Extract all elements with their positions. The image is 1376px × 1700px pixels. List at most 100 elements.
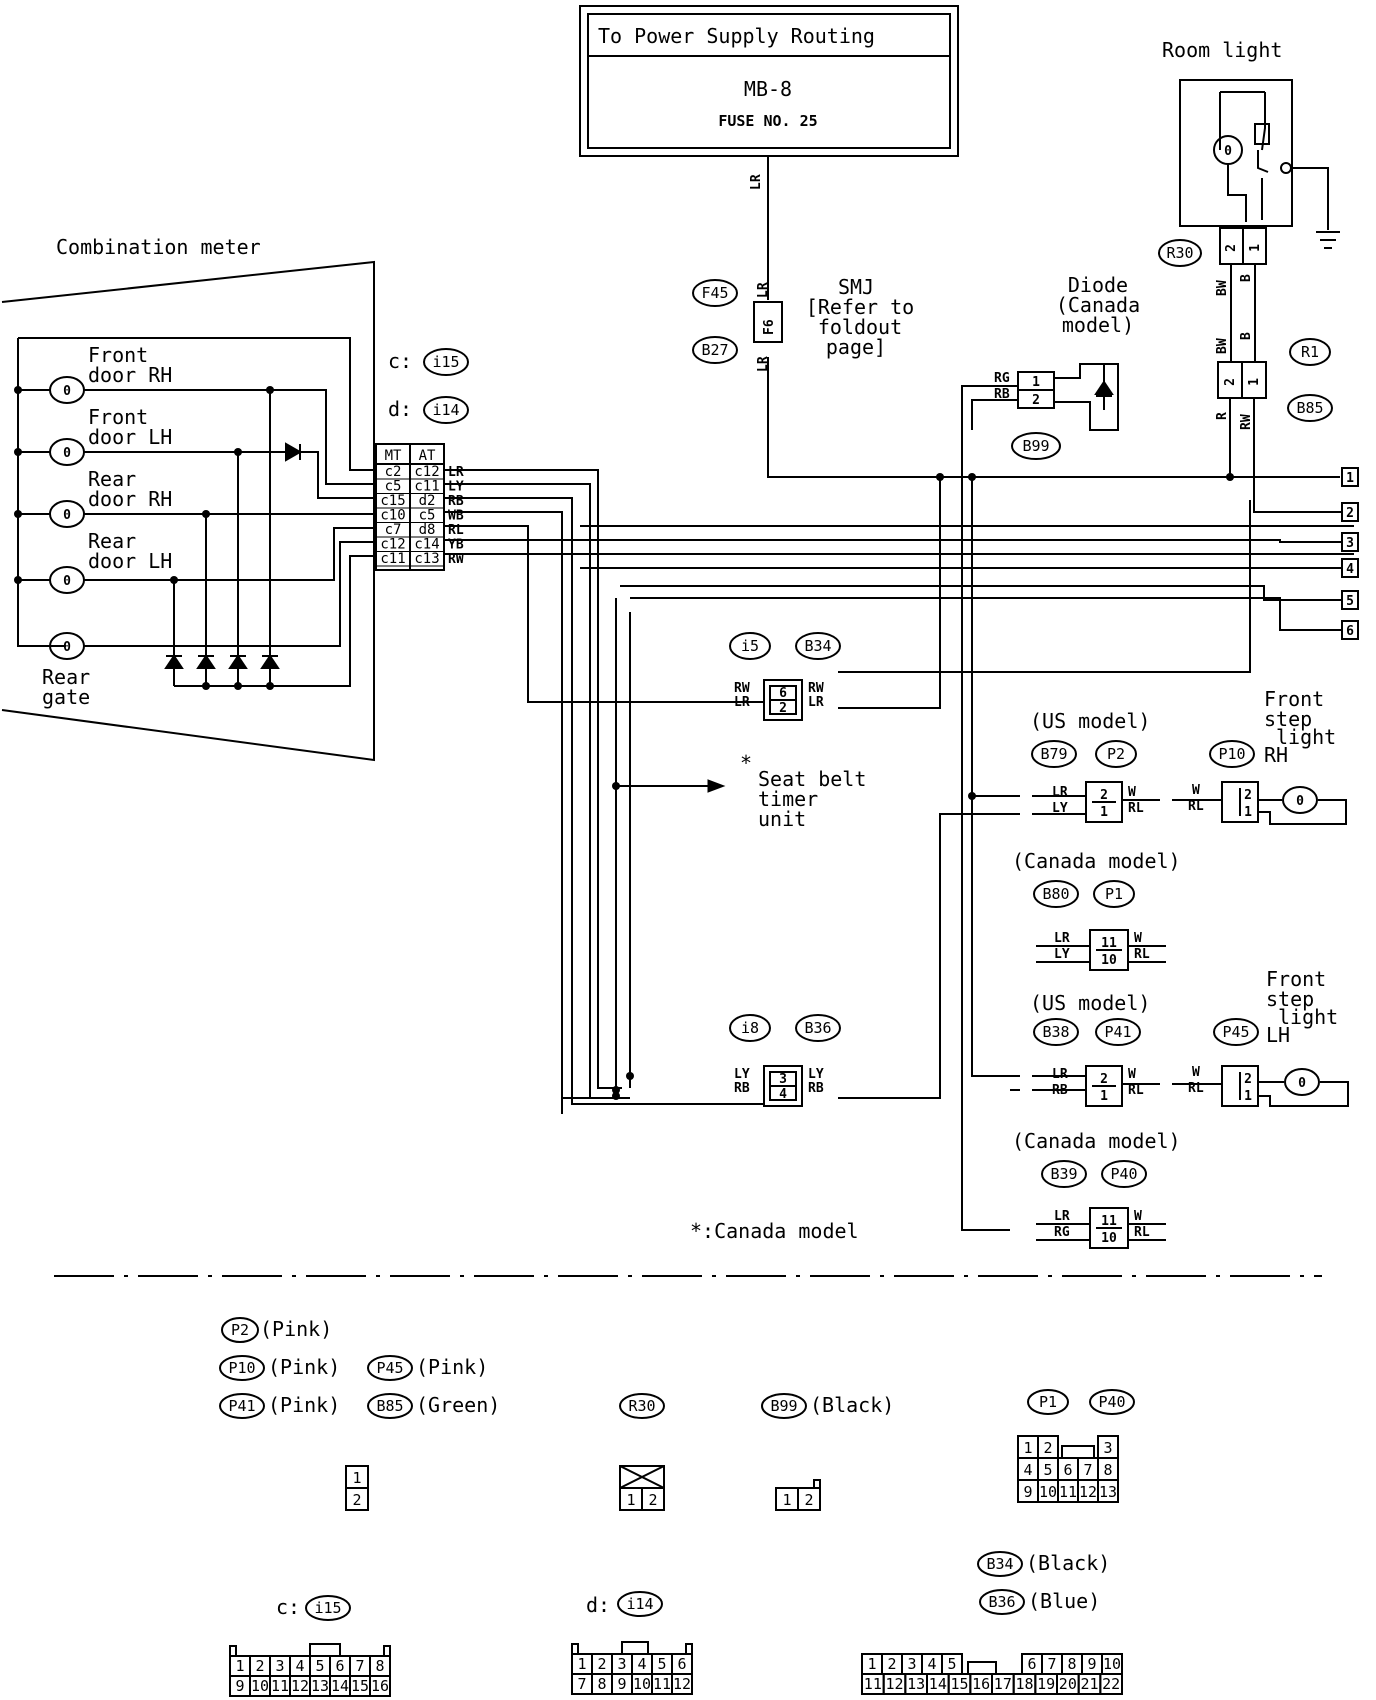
switch-rear-gate: 0 Rear gate: [42, 541, 376, 709]
pin-number: 7: [355, 1657, 364, 1675]
pin-number: 12: [291, 1677, 309, 1695]
front-step-light-rh: Front step light RH (US model) B79 P2 P1…: [1010, 687, 1347, 971]
r30-wire-b: B: [1239, 274, 1254, 282]
switch-rear-door-lh: 0 Rear door LH: [18, 527, 376, 594]
b79-pin-2: 2: [1100, 788, 1108, 803]
pin-number: 6: [335, 1657, 344, 1675]
svg-text:11: 11: [864, 1675, 882, 1693]
p45-wire-w: W: [1192, 1065, 1200, 1080]
seat-belt-star: *: [740, 751, 752, 775]
switch-label-rear-gate-2: gate: [42, 685, 90, 709]
smj-connector: F6 LR LR F45 B27 SMJ [Refer to foldout p…: [692, 275, 914, 372]
switch-label-front-rh-2: door RH: [88, 363, 172, 387]
svg-text:16: 16: [972, 1675, 990, 1693]
svg-text:12: 12: [885, 1675, 903, 1693]
svg-text:22: 22: [1102, 1675, 1120, 1693]
legend-b36: B36: [988, 1593, 1015, 1611]
canada-note: *:Canada model: [690, 1219, 859, 1243]
b99-wire-rg: RG: [994, 371, 1010, 386]
switch-label-front-lh-1: Front: [88, 405, 148, 429]
table-cell-at: c12: [414, 464, 439, 480]
conn-i14: i14: [432, 401, 459, 419]
legend-r30-pin2: 2: [648, 1491, 657, 1509]
svg-text:0: 0: [63, 574, 71, 589]
p45-pin-2: 2: [1244, 1072, 1252, 1087]
i8-pin-3: 3: [779, 1072, 787, 1087]
terminal-number: 2: [1346, 506, 1354, 521]
power-supply-box: To Power Supply Routing MB-8 FUSE NO. 25: [579, 5, 959, 157]
switch-label-rear-gate-1: Rear: [42, 665, 90, 689]
svg-text:5: 5: [947, 1655, 956, 1673]
p10-pin-2: 2: [1244, 788, 1252, 803]
b80-wire-lr: LR: [1054, 931, 1070, 946]
p10-wire-w: W: [1192, 783, 1200, 798]
r30-wire-bw: BW: [1215, 280, 1230, 296]
pin-number: 8: [375, 1657, 384, 1675]
pin-number: 4: [637, 1655, 646, 1673]
conn-i5: i5: [741, 637, 759, 655]
table-cell-mt: c15: [380, 493, 405, 509]
legend-2pin-2: 2: [352, 1491, 361, 1509]
diode-sub1: (Canada: [1056, 293, 1140, 317]
b80-pin-11: 11: [1101, 936, 1117, 951]
b38-pin-2: 2: [1100, 1072, 1108, 1087]
conn-p1: P1: [1105, 885, 1123, 903]
p41-wire-rl: RL: [1128, 1083, 1144, 1098]
front-lh-t3: light: [1278, 1005, 1338, 1029]
terminal-number: 6: [1346, 624, 1354, 639]
b39-pin-11: 11: [1101, 1214, 1117, 1229]
table-cell-mt: c12: [380, 537, 405, 553]
legend-d-prefix: d:: [586, 1593, 610, 1617]
legend-b34: B34: [986, 1555, 1013, 1573]
svg-text:2: 2: [1043, 1439, 1052, 1457]
svg-text:17: 17: [994, 1675, 1012, 1693]
switch-label-rear-lh-1: Rear: [88, 529, 136, 553]
svg-text:18: 18: [1015, 1675, 1033, 1693]
i5-wire-rw-r: RW: [808, 681, 824, 696]
legend-b36-color: (Blue): [1028, 1589, 1100, 1613]
terminal-box: [1341, 532, 1359, 552]
svg-text:4: 4: [1023, 1461, 1032, 1479]
legend-p10-color: (Pink): [268, 1355, 340, 1379]
switch-label-front-rh-1: Front: [88, 343, 148, 367]
table-cell-at: c5: [419, 508, 436, 524]
svg-text:20: 20: [1059, 1675, 1077, 1693]
legend-d-id: i14: [626, 1595, 653, 1613]
svg-text:13: 13: [907, 1675, 925, 1693]
table-cell-at: d2: [419, 493, 436, 509]
conn-p2: P2: [1107, 745, 1125, 763]
terminal-number: 4: [1346, 562, 1354, 577]
svg-text:13: 13: [1099, 1483, 1117, 1501]
table-cell-at: c14: [414, 537, 439, 553]
pin-number: 3: [275, 1657, 284, 1675]
b99-wire-rb: RB: [994, 387, 1010, 402]
svg-text:11: 11: [1059, 1483, 1077, 1501]
legend-p2-color: (Pink): [260, 1317, 332, 1341]
conn-f45: F45: [701, 284, 728, 302]
legend-b85: B85: [376, 1397, 403, 1415]
switch-label-rear-lh-2: door LH: [88, 549, 172, 573]
terminal-box: [1341, 558, 1359, 578]
combination-meter: Combination meter 0 Front door RH 0 Fron…: [1, 235, 469, 762]
b80-pin-10: 10: [1101, 953, 1117, 968]
p10-wire-rl: RL: [1188, 799, 1204, 814]
svg-text:0: 0: [1298, 1076, 1306, 1091]
b39-wire-rg: RG: [1054, 1225, 1070, 1240]
front-lh-canada: (Canada model): [1012, 1129, 1181, 1153]
table-cell-mt: c10: [380, 508, 405, 524]
p41-wire-w: W: [1128, 1067, 1136, 1082]
pin-number: 5: [657, 1655, 666, 1673]
p40-wire-rl: RL: [1134, 1225, 1150, 1240]
pin-number: 2: [255, 1657, 264, 1675]
legend-2pin-1: 1: [352, 1469, 361, 1487]
smj-wire-bot: LR: [756, 356, 771, 372]
b38-wire-lr: LR: [1052, 1067, 1068, 1082]
i8-wire-rb-r: RB: [808, 1081, 824, 1096]
conn-b38: B38: [1042, 1023, 1069, 1041]
svg-text:4: 4: [927, 1655, 936, 1673]
svg-text:0: 0: [63, 384, 71, 399]
smj-pin: F6: [762, 319, 777, 335]
svg-text:10: 10: [1039, 1483, 1057, 1501]
i5-pin-6: 6: [779, 686, 787, 701]
